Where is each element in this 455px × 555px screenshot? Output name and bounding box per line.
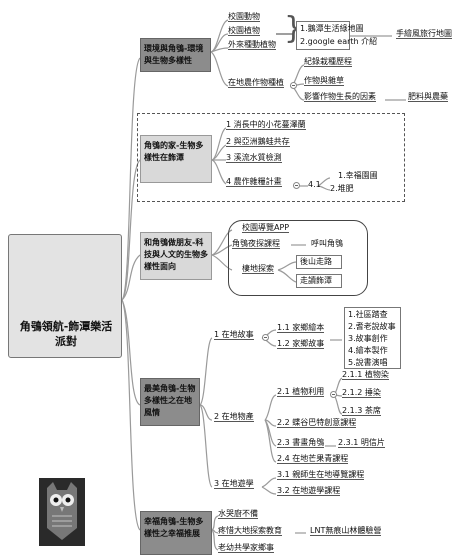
branch1-title: 環境與角鴞-環境與生物多樣性 [144,44,204,65]
topic-frogs[interactable]: 2 與亞洲鵝蛙共存 [226,137,290,147]
topic-habitat[interactable]: 棲地探索 [242,264,274,274]
topic-campus-plants[interactable]: 校園植物 [228,26,260,36]
topic-owl-painting[interactable]: 2.3 書畫角鴞 [277,438,325,448]
story-step-4: 4.繪本製作 [348,346,388,355]
topic-postcard[interactable]: 2.3.1 明信片 [338,438,385,448]
collapse-icon[interactable] [330,391,337,398]
branch2-frame [137,113,405,202]
topic-app[interactable]: 校園導覽APP [242,223,290,233]
topic-campus-animals[interactable]: 校園動物 [228,12,260,22]
topic-mango[interactable]: 2.4 在地芒果青課程 [277,454,349,464]
tool-google-earth: 2.google earth 介紹 [300,37,378,46]
topic-fertilizer[interactable]: 肥料與農藥 [408,92,448,102]
story-step-1: 1.社區踏查 [348,310,388,319]
topic-mountain-walk-label: 後山走路 [300,257,332,266]
branch4-topic[interactable]: 最美角鴞-生物多樣性之在地風情 [140,378,200,426]
topic-mountain-walk[interactable]: 後山走路 [296,255,342,269]
topic-mikania[interactable]: 1 消長中的小花蔓澤蘭 [226,120,306,130]
root-topic[interactable]: 角鴞領航-飾潭樂活派對 [8,234,122,546]
topic-walk-reading-label: 走讀飾潭 [300,276,332,285]
branch3-topic[interactable]: 和角鴞做朋友-科技與人文的生物多樣性面向 [140,232,212,280]
story-steps-box[interactable]: 1.社區踏查 2.耆老說故事 3.故事創作 4.繪本製作 5.說書演唱 [344,307,401,369]
topic-garden[interactable]: 1.幸福園圃 [338,171,378,180]
collapse-icon[interactable] [293,182,300,189]
topic-pound-dye[interactable]: 2.1.2 捶染 [342,388,381,398]
topic-local-story[interactable]: 1 在地故事 [214,330,254,340]
topic-earth-education[interactable]: 疼惜大地探索教育 [218,526,282,536]
branch2-topic[interactable]: 角鴞的家-生物多樣性在飾潭 [140,135,212,183]
topic-compost[interactable]: 2.堆肥 [330,184,354,193]
topic-plant-dye[interactable]: 2.1.1 植物染 [342,370,389,380]
topic-invasive-species[interactable]: 外來種動植物 [228,40,276,50]
branch2-title: 角鴞的家-生物多樣性在飾潭 [144,141,204,162]
branch3-cloud [228,220,368,296]
topic-co-learning[interactable]: 老幼共學家鄉事 [218,543,274,553]
branch3-title: 和角鴞做朋友-科技與人文的生物多樣性面向 [144,238,208,271]
collapse-icon[interactable] [262,334,269,341]
branch4-title: 最美角鴞-生物多樣性之在地風情 [144,384,196,417]
topic-planting-record[interactable]: 紀錄栽種歷程 [304,57,352,67]
story-step-2: 2.耆老說故事 [348,322,396,331]
branch5-title: 幸福角鴞-生物多樣性之幸福推展 [144,517,204,538]
topic-travel-map[interactable]: 手繪風旅行地圖 [396,29,452,39]
topic-lnt-camp[interactable]: LNT無痕山林體驗營 [310,526,382,536]
topic-crops-weeds[interactable]: 作物與雜草 [304,76,344,86]
collapse-icon[interactable] [290,82,297,89]
topic-growth-factors[interactable]: 影響作物生長的因素 [304,92,376,102]
topic-picture-book[interactable]: 1.1 家鄉繪本 [277,323,325,333]
topic-water-kitchen[interactable]: 水哭廚不備 [218,509,258,519]
story-step-3: 3.故事創作 [348,334,388,343]
branch1-topic[interactable]: 環境與角鴞-環境與生物多樣性 [140,38,211,72]
topic-local-study[interactable]: 3 在地遊學 [214,479,254,489]
topic-local-produce[interactable]: 2 在地物產 [214,412,254,422]
topic-study-course[interactable]: 3.2 在地遊學課程 [277,486,341,496]
topic-call-owl[interactable]: 呼叫角鴞 [311,239,343,248]
topic-plant-use[interactable]: 2.1 植物利用 [277,387,325,397]
topic-local-crops[interactable]: 在地農作物種植 [228,78,284,88]
topic-walk-reading[interactable]: 走讀飾潭 [296,274,342,288]
root-title: 角鴞領航-飾潭樂活派對 [19,320,113,348]
topic-water-quality[interactable]: 3 溪流水質檢測 [226,153,282,163]
story-step-5: 5.說書演唱 [348,358,388,367]
topic-guided-tour[interactable]: 3.1 親師生在地導覽課程 [277,470,365,480]
branch5-topic[interactable]: 幸福角鴞-生物多樣性之幸福推展 [140,511,212,555]
tools-box[interactable]: 1.鵝潭生活綠地圖 2.google earth 介紹 [296,21,377,50]
topic-tea[interactable]: 2.1.3 茶席 [342,406,381,416]
tool-map: 1.鵝潭生活綠地圖 [300,24,364,33]
topic-night-tour[interactable]: 角鴞夜探課程 [232,239,280,249]
topic-decoupage[interactable]: 2.2 蝶谷巴特創意課程 [277,418,357,428]
topic-4-1[interactable]: 4.1 [308,180,321,189]
owl-image [39,478,85,546]
topic-hometown-story[interactable]: 1.2 家鄉故事 [277,339,325,349]
topic-grain-plan[interactable]: 4 農作雜糧計畫 [226,177,282,187]
